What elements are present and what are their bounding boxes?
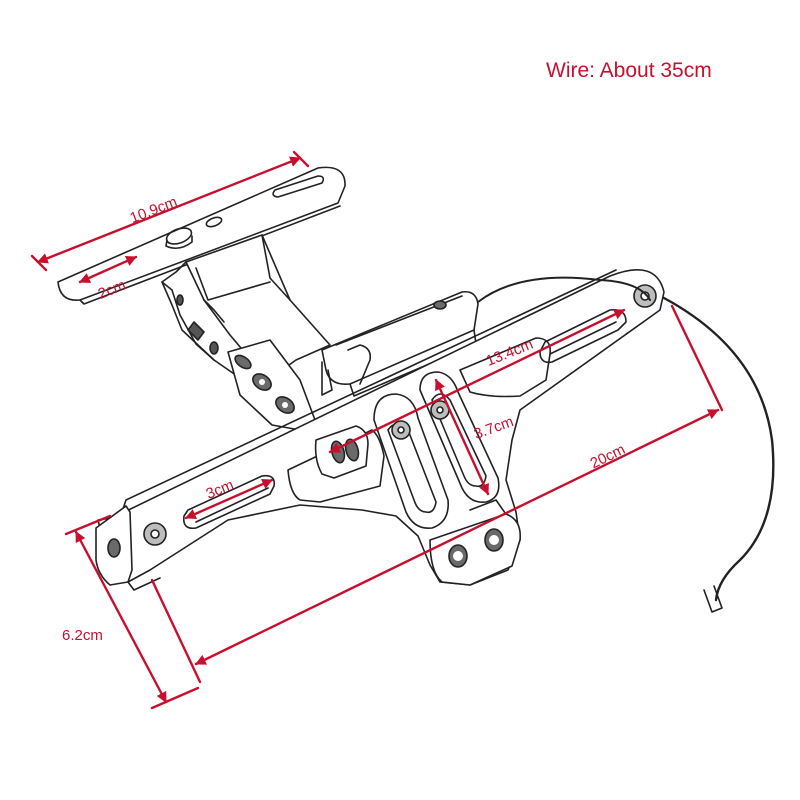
dim-line-arm-length (194, 408, 720, 666)
side-hole-low (209, 341, 219, 355)
wire-length-note: Wire: About 35cm (546, 59, 712, 82)
dim-line-plate-slot (78, 255, 138, 284)
clamp-hole (433, 300, 447, 310)
light-wire (477, 276, 651, 303)
wire-tail (662, 296, 775, 602)
pivot-slot-a (234, 354, 252, 370)
dim-line-end-height (74, 530, 168, 704)
dim-label-end-height: 6.2cm (62, 627, 103, 644)
side-hole-diamond (187, 321, 205, 341)
side-hole-top (176, 294, 184, 306)
dimension-lines (30, 150, 724, 710)
bracket-outline (57, 166, 775, 613)
dim-line-plate-width (36, 156, 302, 264)
left-end-hole (107, 538, 121, 558)
